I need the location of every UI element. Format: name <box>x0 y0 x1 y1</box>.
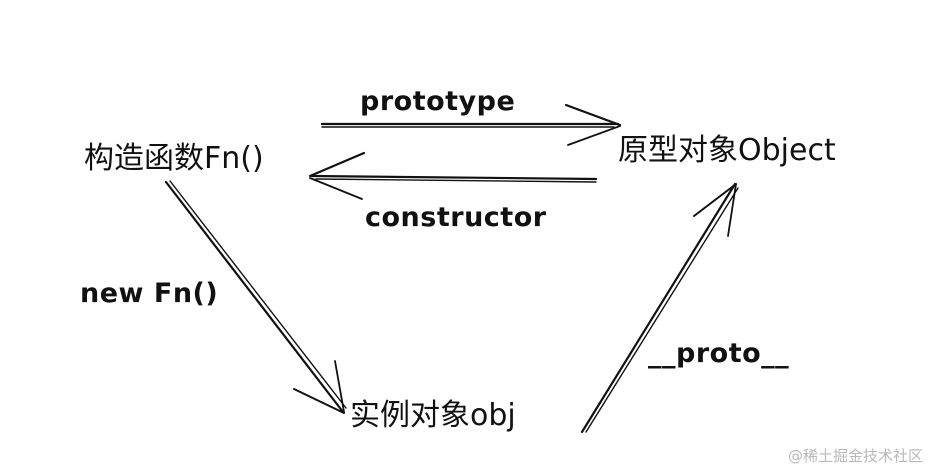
node-prototype-object: 原型对象Object <box>618 133 836 168</box>
arrow-proto <box>580 182 739 434</box>
node-constructor-fn: 构造函数Fn() <box>84 141 264 176</box>
label-new-fn: new Fn() <box>80 278 218 309</box>
label-constructor: constructor <box>365 202 547 233</box>
label-proto: __proto__ <box>648 338 789 369</box>
arrow-new-fn <box>164 180 347 414</box>
watermark: @稀土掘金技术社区 <box>787 447 923 465</box>
node-instance-object: 实例对象obj <box>350 398 516 433</box>
arrow-prototype <box>320 103 622 146</box>
arrow-constructor <box>308 151 598 200</box>
label-prototype: prototype <box>360 86 515 117</box>
